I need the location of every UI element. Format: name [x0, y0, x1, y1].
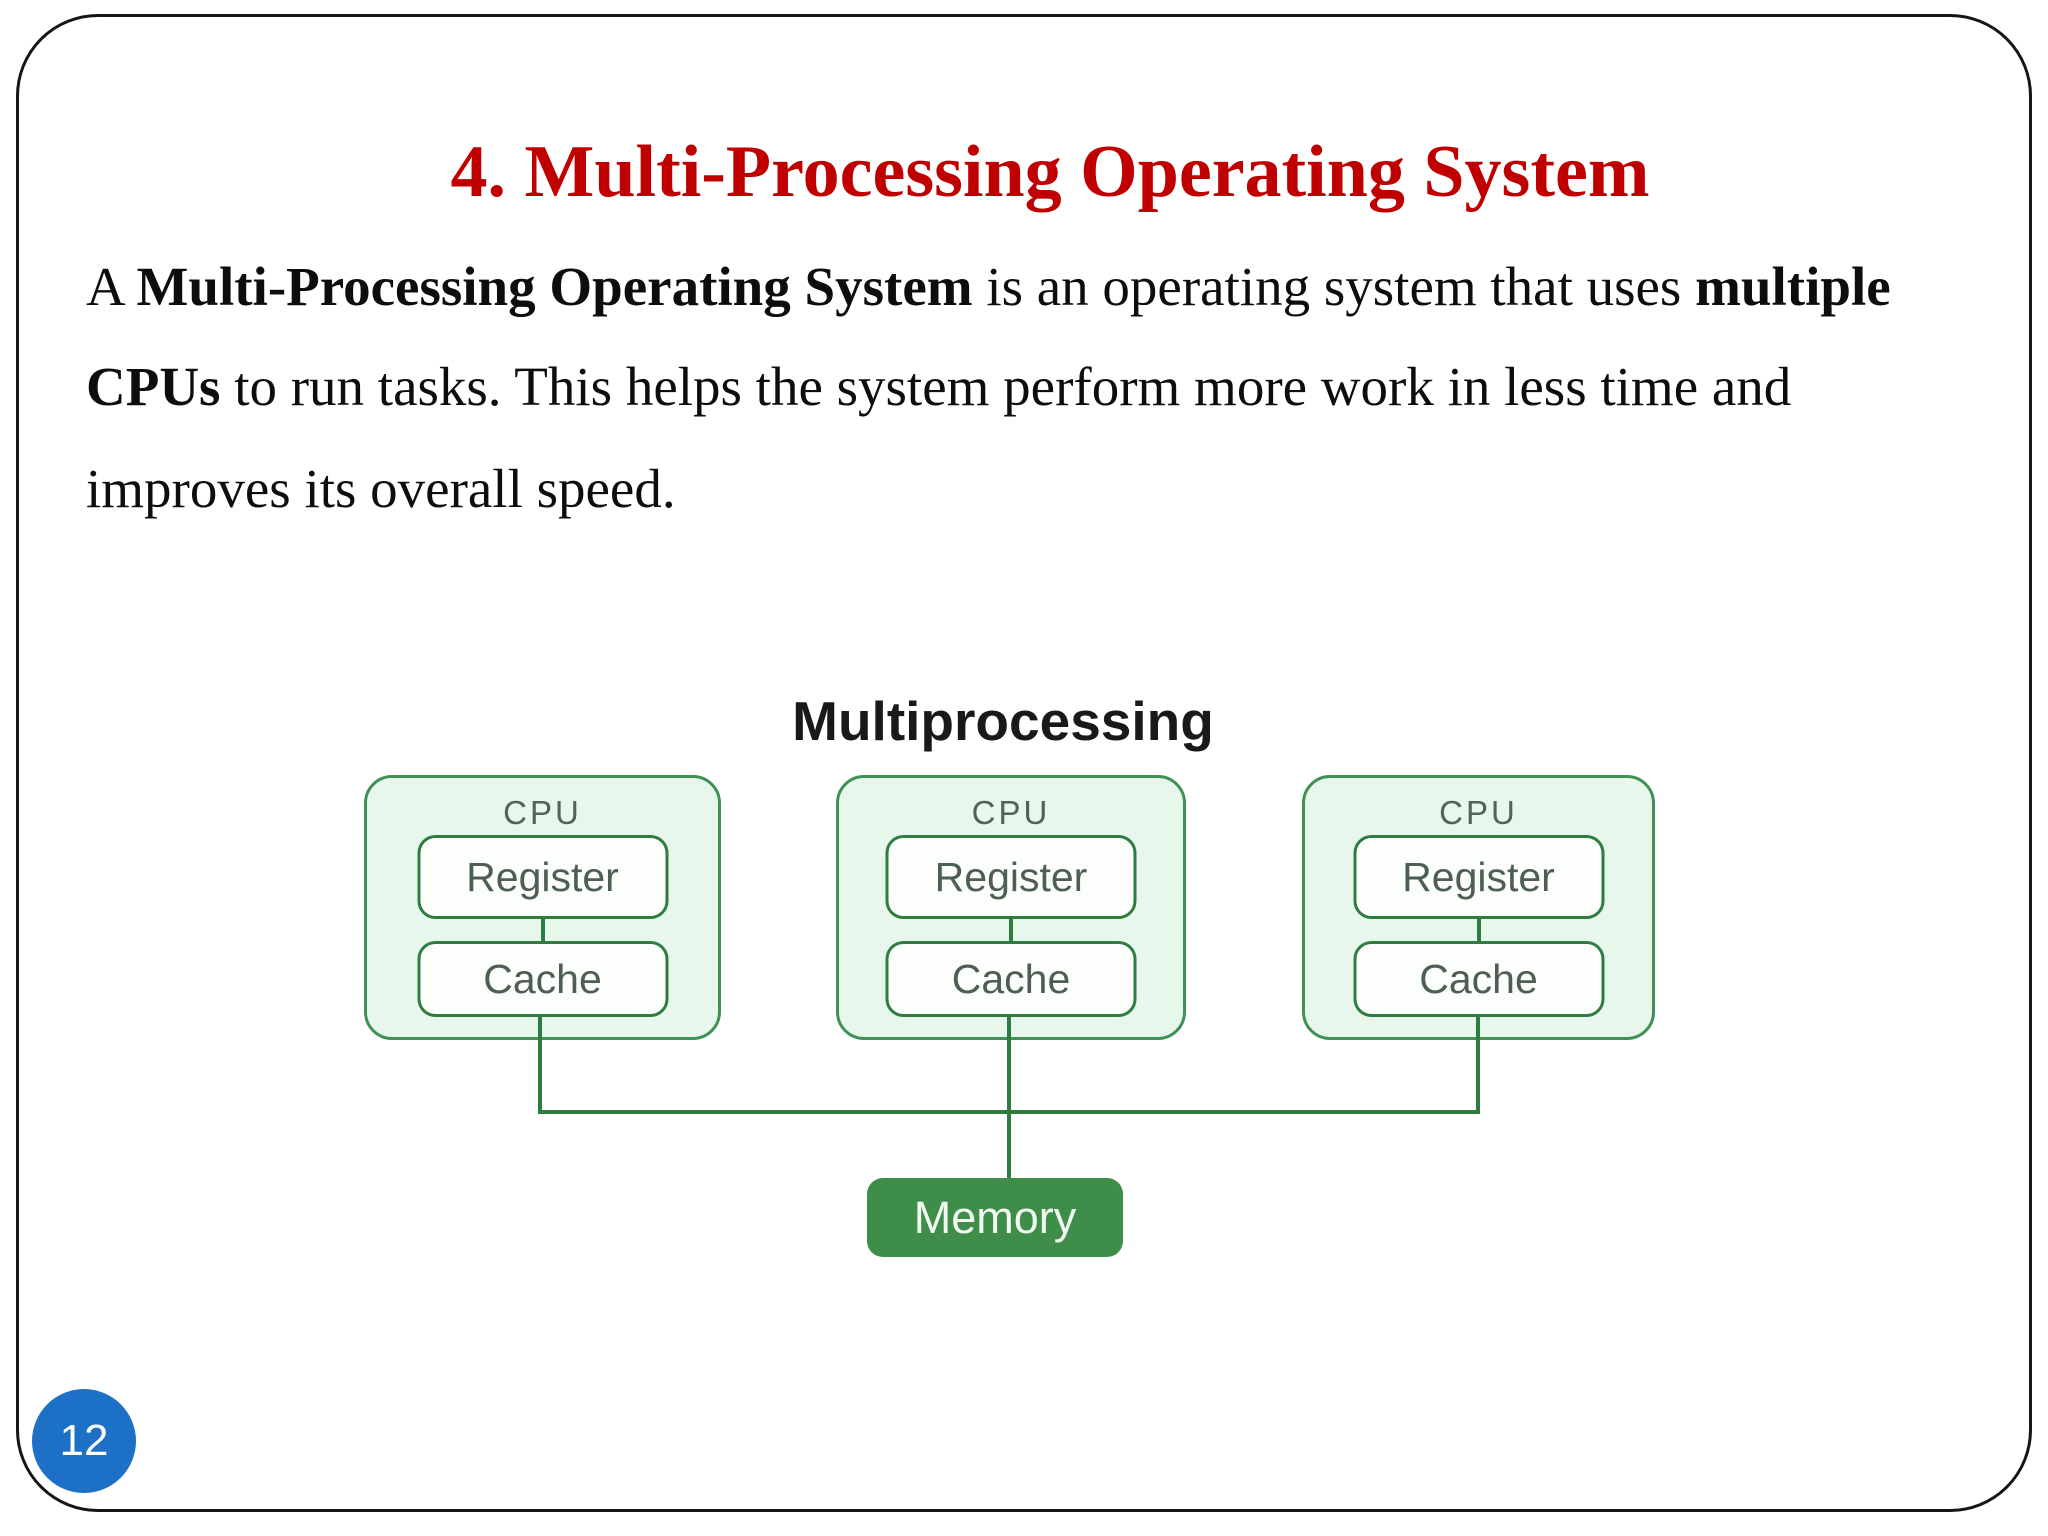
- cpu-label: CPU: [971, 794, 1051, 831]
- text-segment: is an operating system that uses: [972, 256, 1696, 317]
- text-segment-bold: multiple: [1695, 256, 1891, 317]
- body-paragraph-line-1: A Multi-Processing Operating System is a…: [86, 258, 2016, 316]
- text-segment-bold: Multi-Processing Operating System: [136, 256, 973, 317]
- text-segment: improves its overall speed.: [86, 458, 676, 519]
- memory-box: Memory: [867, 1178, 1123, 1257]
- text-segment-bold: CPUs: [86, 356, 221, 417]
- cpu-box-1: CPU Register Cache: [364, 775, 721, 1040]
- bus-vertical-line-left: [538, 1014, 542, 1114]
- text-segment: A: [86, 256, 137, 317]
- body-paragraph-line-3: improves its overall speed.: [86, 460, 2016, 518]
- cpu-label: CPU: [503, 794, 582, 831]
- page-number-badge: 12: [32, 1389, 136, 1493]
- text-segment: to run tasks. This helps the system perf…: [220, 356, 1792, 417]
- cpu-box-3: CPU Register Cache: [1302, 775, 1655, 1040]
- cache-box: Cache: [885, 941, 1137, 1017]
- cache-box: Cache: [1353, 941, 1604, 1017]
- bus-horizontal-line: [538, 1110, 1480, 1114]
- slide-frame: [16, 14, 2032, 1512]
- bus-vertical-line-right: [1476, 1014, 1480, 1114]
- register-box: Register: [1353, 835, 1604, 919]
- register-cache-connector: [540, 919, 545, 941]
- register-cache-connector: [1009, 919, 1013, 941]
- diagram-title: Multiprocessing: [792, 690, 1214, 752]
- cpu-box-2: CPU Register Cache: [836, 775, 1186, 1040]
- cpu-label: CPU: [1439, 794, 1518, 831]
- register-box: Register: [885, 835, 1137, 919]
- body-paragraph-line-2: CPUs to run tasks. This helps the system…: [86, 358, 2016, 416]
- bus-vertical-line-center: [1007, 1014, 1011, 1178]
- slide-title: 4. Multi-Processing Operating System: [450, 131, 1650, 213]
- cache-box: Cache: [417, 941, 668, 1017]
- register-box: Register: [417, 835, 668, 919]
- register-cache-connector: [1476, 919, 1481, 941]
